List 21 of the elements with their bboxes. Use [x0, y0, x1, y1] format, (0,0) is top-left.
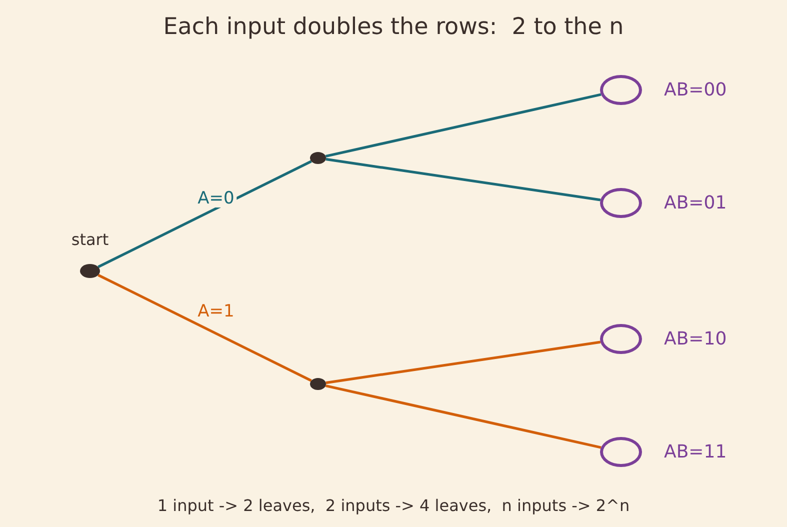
leaf-circle: [600, 324, 642, 354]
caption: 1 input -> 2 leaves, 2 inputs -> 4 leaves, n inputs -> 2^n: [157, 495, 630, 517]
tree-node-dot: [310, 378, 326, 390]
leaf-label: AB=11: [664, 440, 727, 464]
leaf-circle: [600, 75, 642, 105]
branch-line: [326, 340, 601, 384]
leaf-label: AB=00: [664, 78, 727, 102]
node-label: start: [71, 229, 109, 251]
leaf-label: AB=10: [664, 328, 727, 352]
branch-line: [98, 274, 312, 382]
edge-label: A=0: [196, 190, 236, 207]
branch-line: [98, 160, 312, 268]
leaf-circle: [600, 437, 642, 467]
diagram-title: Each input doubles the rows: 2 to the n: [163, 13, 624, 42]
leaf-label: AB=01: [664, 192, 727, 216]
branch-line: [325, 93, 602, 158]
tree-node-dot: [310, 152, 326, 164]
branch-line: [326, 158, 601, 202]
tree-node-dot: [80, 264, 100, 278]
branch-line: [325, 384, 602, 449]
leaf-circle: [600, 188, 642, 218]
